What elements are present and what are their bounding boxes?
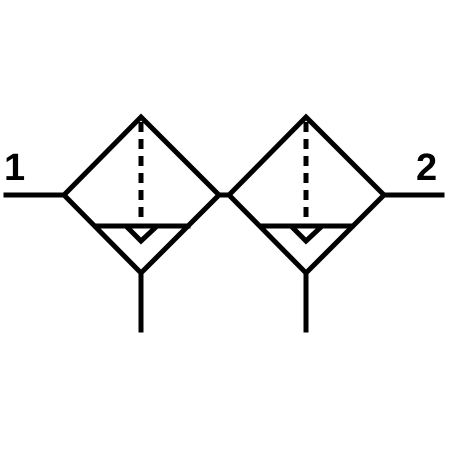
inlet-port-label: 1 (4, 147, 25, 189)
filter-unit-2-drain-triangle (288, 223, 325, 245)
outlet-port-label: 2 (416, 147, 437, 189)
filter-unit-1 (60, 113, 223, 333)
filter-unit-1-drain-triangle (123, 223, 160, 245)
filter-unit-2 (225, 113, 388, 333)
